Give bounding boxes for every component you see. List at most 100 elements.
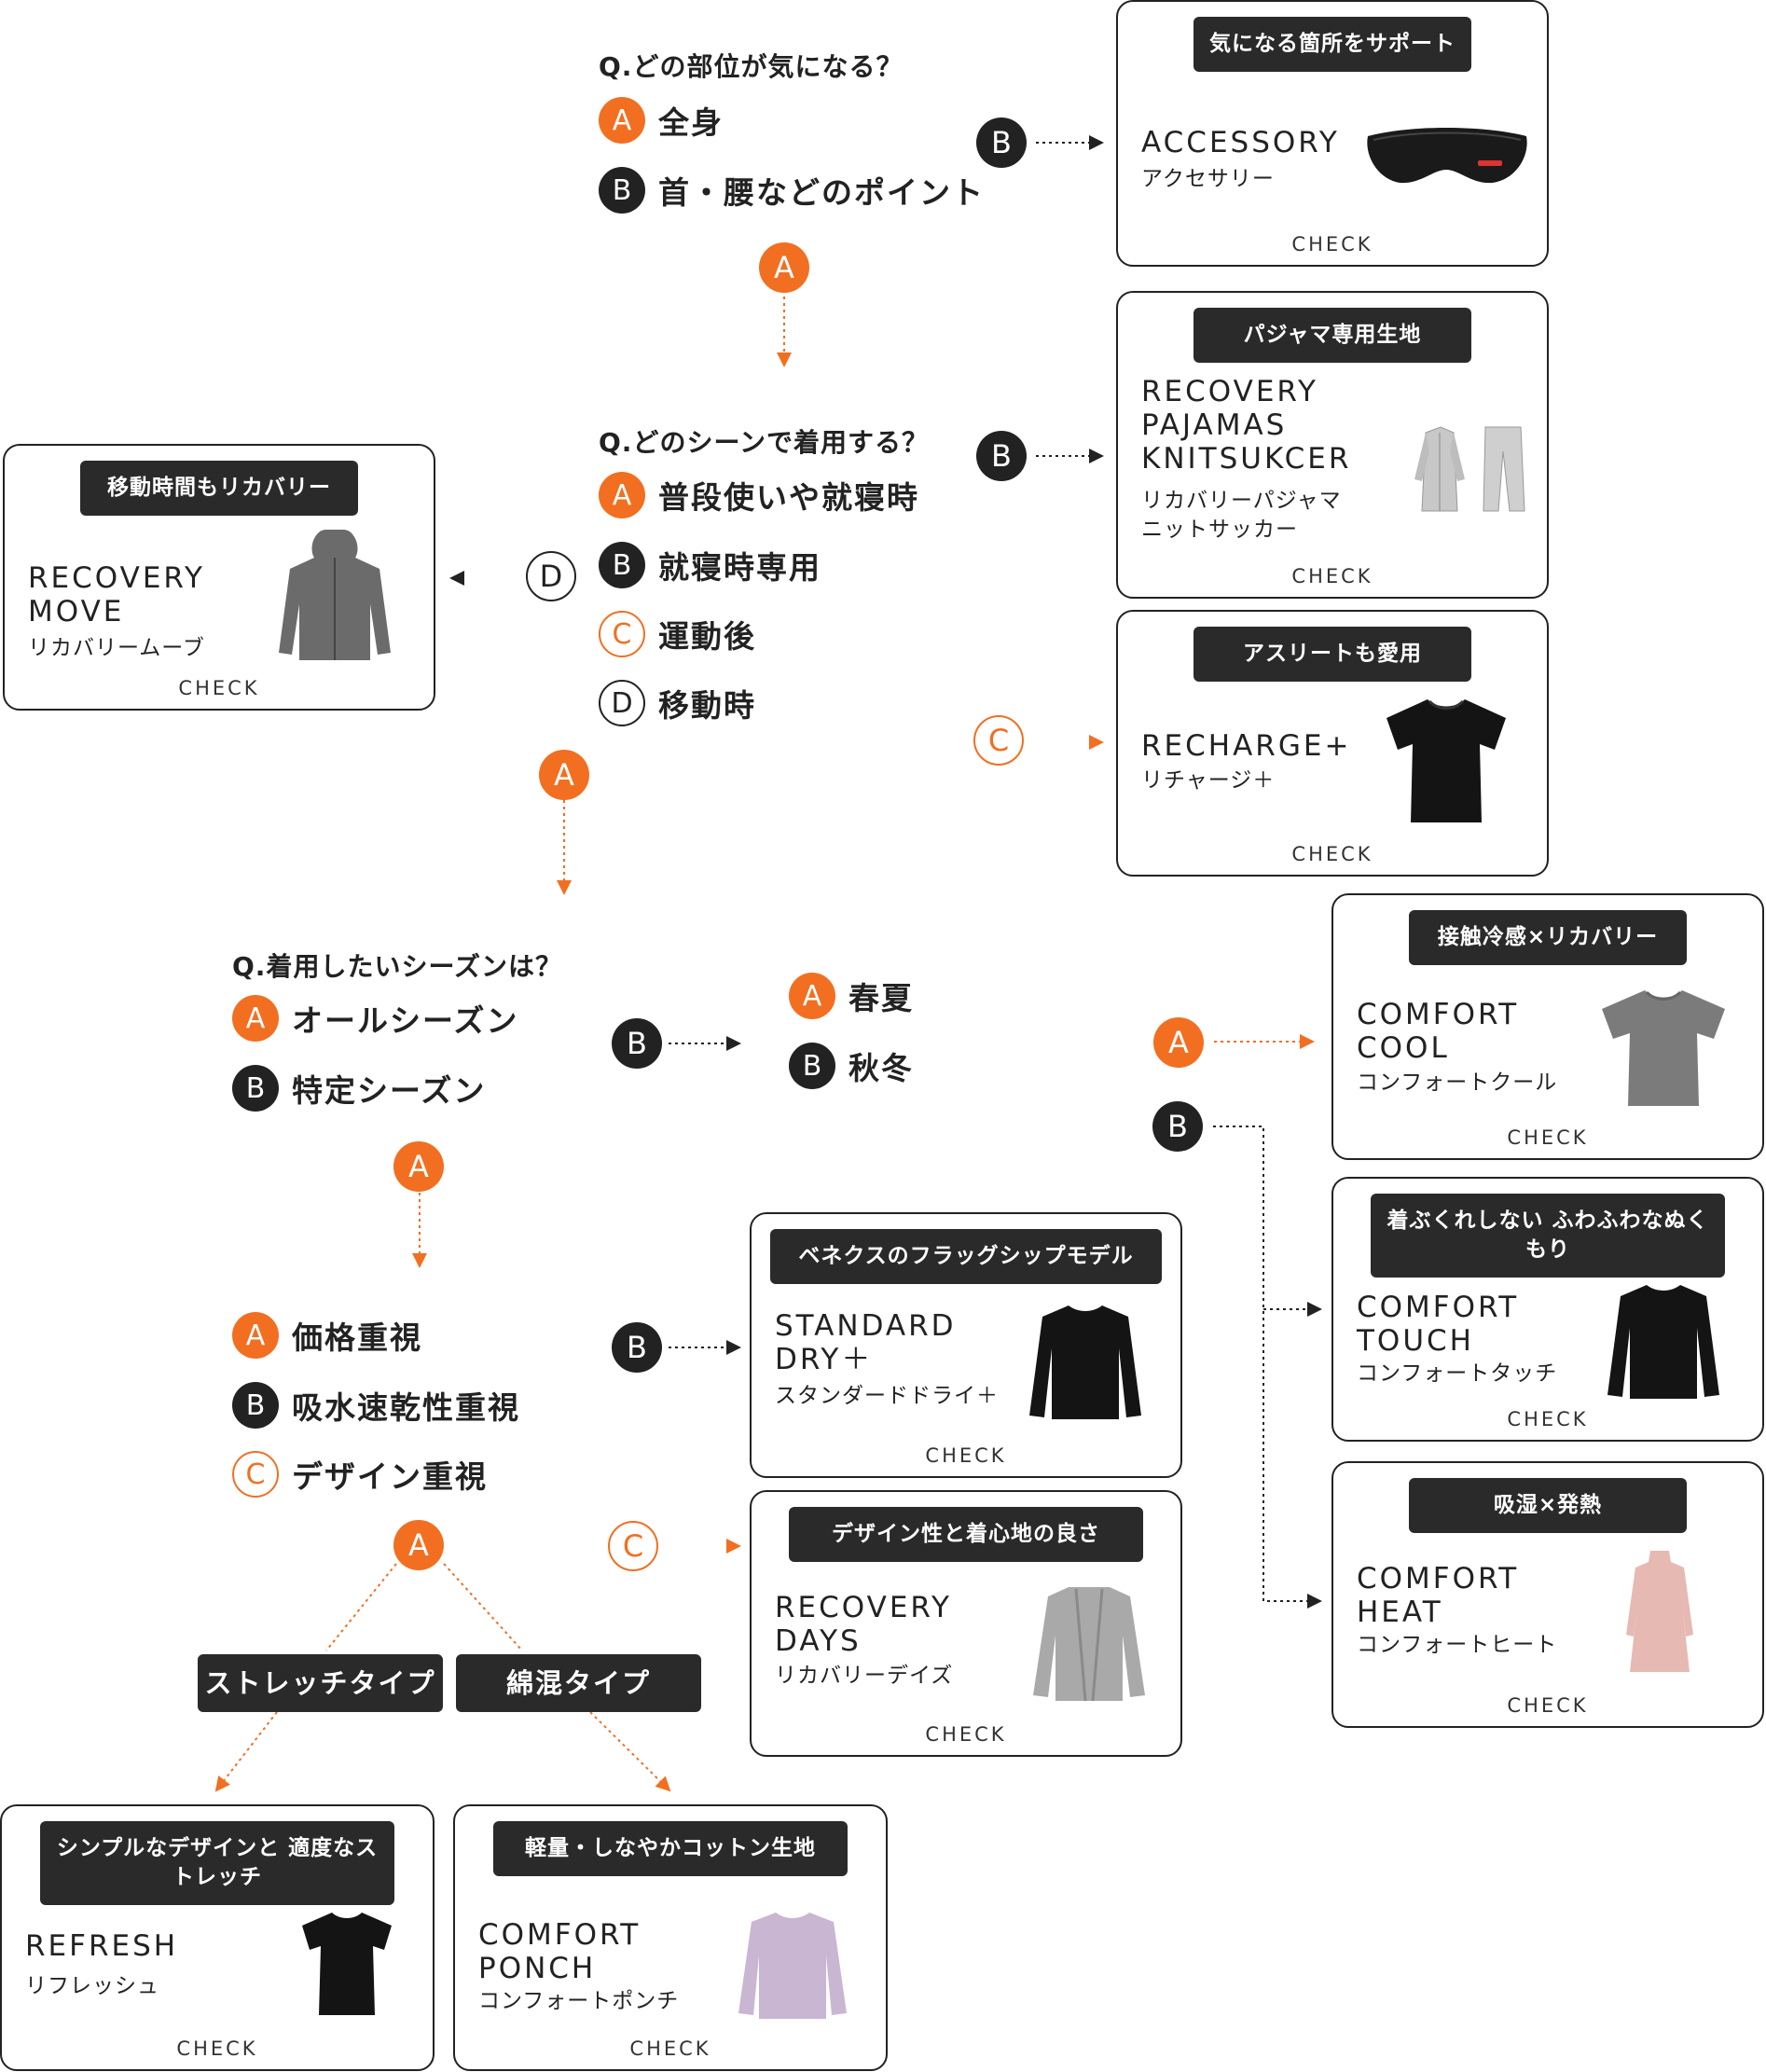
connector-c: C	[608, 1521, 658, 1571]
option-q5-a[interactable]: A 価格重視	[232, 1312, 422, 1359]
connector-b: B	[1152, 1101, 1203, 1152]
card-product-name: ACCESSORY	[1141, 126, 1340, 159]
line-blend-ponch	[589, 1711, 671, 1792]
black-longsleeve-icon	[1029, 1305, 1141, 1419]
question-scene: Q.どのシーンで着用する？	[599, 427, 930, 458]
line-q5a-blend	[443, 1563, 523, 1651]
card-comfort-touch[interactable]: 着ぶくれしない ふわふわなぬくもり COMFORT TOUCH コンフォートタッ…	[1331, 1177, 1764, 1442]
card-comfort-heat[interactable]: 吸湿×発熱 COMFORT HEAT コンフォートヒート CHECK	[1331, 1461, 1764, 1728]
option-q5-c[interactable]: C デザイン重視	[232, 1451, 488, 1498]
card-tag: 吸湿×発熱	[1409, 1478, 1687, 1533]
connector-a: A	[759, 242, 809, 293]
card-product-kana: リフレッシュ	[25, 1974, 159, 1998]
option-q3-a[interactable]: A オールシーズン	[232, 995, 518, 1042]
grey-hoodie-icon	[279, 530, 391, 660]
line-q4b-touch-heat	[1213, 1126, 1322, 1609]
card-tag: パジャマ専用生地	[1193, 308, 1471, 363]
option-q2-c[interactable]: C 運動後	[599, 611, 756, 657]
option-label: 春夏	[849, 980, 914, 1016]
card-product-name: RECOVERY PAJAMAS KNITSUKCER	[1141, 375, 1352, 476]
check-link[interactable]: CHECK	[629, 2037, 711, 2060]
option-label: 移動時	[658, 687, 756, 724]
card-recharge[interactable]: アスリートも愛用 RECHARGE+ リチャージ＋ CHECK	[1116, 610, 1549, 877]
grey-tshirt-icon	[1602, 990, 1725, 1106]
card-tag: 着ぶくれしない ふわふわなぬくもり	[1371, 1194, 1725, 1278]
option-label: オールシーズン	[292, 1002, 519, 1039]
badge-c: C	[232, 1451, 279, 1498]
black-tshirt-icon	[302, 1913, 392, 2015]
badge-d: D	[599, 680, 645, 726]
card-recovery-move[interactable]: 移動時間もリカバリー RECOVERY MOVE リカバリームーブ CHECK	[3, 444, 435, 711]
card-product-name: STANDARD DRY＋	[775, 1309, 957, 1376]
card-product-kana: リチャージ＋	[1141, 768, 1276, 793]
badge-b: B	[599, 542, 645, 588]
option-label: デザイン重視	[292, 1458, 488, 1495]
option-q1-a[interactable]: A 全身	[599, 97, 724, 144]
check-link[interactable]: CHECK	[178, 677, 260, 699]
badge-b: B	[232, 1382, 279, 1429]
card-recovery-pajamas[interactable]: パジャマ専用生地 RECOVERY PAJAMAS KNITSUKCER リカバ…	[1116, 291, 1549, 599]
connector-d: D	[526, 551, 576, 601]
option-q5-b[interactable]: B 吸水速乾性重視	[232, 1382, 520, 1429]
grey-cardigan-icon	[1033, 1587, 1145, 1702]
option-label: 価格重視	[292, 1319, 422, 1356]
blend-type-label: 綿混タイプ	[456, 1654, 701, 1712]
card-comfort-ponch[interactable]: 軽量・しなやかコットン生地 COMFORT PONCH コンフォートポンチ CH…	[453, 1804, 888, 2071]
card-product-kana: コンフォートクール	[1357, 1071, 1558, 1095]
option-q2-d[interactable]: D 移動時	[599, 680, 756, 726]
pajama-set-icon	[1414, 426, 1525, 512]
badge-a: A	[232, 1312, 279, 1359]
check-link[interactable]: CHECK	[1507, 1694, 1589, 1717]
card-product-kana: リカバリーデイズ	[775, 1664, 954, 1688]
option-label: 運動後	[658, 618, 756, 655]
check-link[interactable]: CHECK	[1291, 233, 1373, 256]
option-label: 就寝時専用	[658, 549, 821, 586]
option-label: 特定シーズン	[292, 1072, 487, 1109]
option-label: 首・腰などのポイント	[658, 174, 985, 211]
card-product-kana: コンフォートポンチ	[478, 1989, 680, 2013]
option-q2-b[interactable]: B 就寝時専用	[599, 542, 821, 588]
card-tag: シンプルなデザインと 適度なストレッチ	[40, 1821, 394, 1905]
card-product-name: COMFORT COOL	[1357, 998, 1520, 1065]
card-refresh[interactable]: シンプルなデザインと 適度なストレッチ REFRESH リフレッシュ CHECK	[0, 1804, 435, 2071]
option-label: 普段使いや就寝時	[658, 479, 919, 516]
check-link[interactable]: CHECK	[925, 1444, 1007, 1467]
card-tag: ベネクスのフラッグシップモデル	[770, 1229, 1162, 1284]
black-longsleeve-icon	[1607, 1285, 1719, 1399]
card-product-kana: リカバリームーブ	[28, 636, 205, 660]
badge-b: B	[789, 1043, 835, 1089]
check-link[interactable]: CHECK	[1291, 843, 1373, 865]
option-q3-b[interactable]: B 特定シーズン	[232, 1065, 486, 1112]
badge-a: A	[599, 472, 645, 518]
connector-a: A	[1153, 1017, 1204, 1068]
option-q4-a[interactable]: A 春夏	[789, 973, 914, 1019]
connector-a: A	[539, 750, 589, 800]
card-product-name: REFRESH	[25, 1929, 179, 1963]
card-accessory[interactable]: 気になる箇所をサポート ACCESSORY アクセサリー CHECK	[1116, 0, 1549, 267]
card-tag: 接触冷感×リカバリー	[1409, 910, 1687, 965]
option-q4-b[interactable]: B 秋冬	[789, 1043, 914, 1089]
card-recovery-days[interactable]: デザイン性と着心地の良さ RECOVERY DAYS リカバリーデイズ CHEC…	[750, 1490, 1182, 1757]
check-link[interactable]: CHECK	[925, 1723, 1007, 1746]
card-product-kana: コンフォートヒート	[1357, 1633, 1558, 1657]
line-stretch-refresh	[214, 1711, 278, 1792]
check-link[interactable]: CHECK	[176, 2037, 258, 2060]
option-q2-a[interactable]: A 普段使いや就寝時	[599, 472, 919, 518]
badge-a: A	[599, 97, 645, 144]
card-product-kana: スタンダードドライ＋	[775, 1384, 999, 1408]
badge-b: B	[599, 167, 645, 214]
card-tag: アスリートも愛用	[1193, 627, 1471, 682]
card-tag: デザイン性と着心地の良さ	[789, 1507, 1143, 1562]
option-q1-b[interactable]: B 首・腰などのポイント	[599, 167, 985, 214]
card-standard-dry[interactable]: ベネクスのフラッグシップモデル STANDARD DRY＋ スタンダードドライ＋…	[750, 1212, 1182, 1478]
pink-dress-icon	[1626, 1551, 1693, 1672]
stretch-type-label: ストレッチタイプ	[198, 1654, 443, 1712]
check-link[interactable]: CHECK	[1507, 1408, 1589, 1430]
check-link[interactable]: CHECK	[1291, 565, 1373, 587]
card-product-name: RECHARGE+	[1141, 729, 1352, 763]
check-link[interactable]: CHECK	[1507, 1126, 1589, 1149]
black-tshirt-icon	[1387, 699, 1506, 822]
connector-b: B	[976, 431, 1027, 481]
card-comfort-cool[interactable]: 接触冷感×リカバリー COMFORT COOL コンフォートクール CHECK	[1331, 893, 1764, 1160]
question-body-part: Q.どの部位が気になる？	[599, 51, 904, 82]
